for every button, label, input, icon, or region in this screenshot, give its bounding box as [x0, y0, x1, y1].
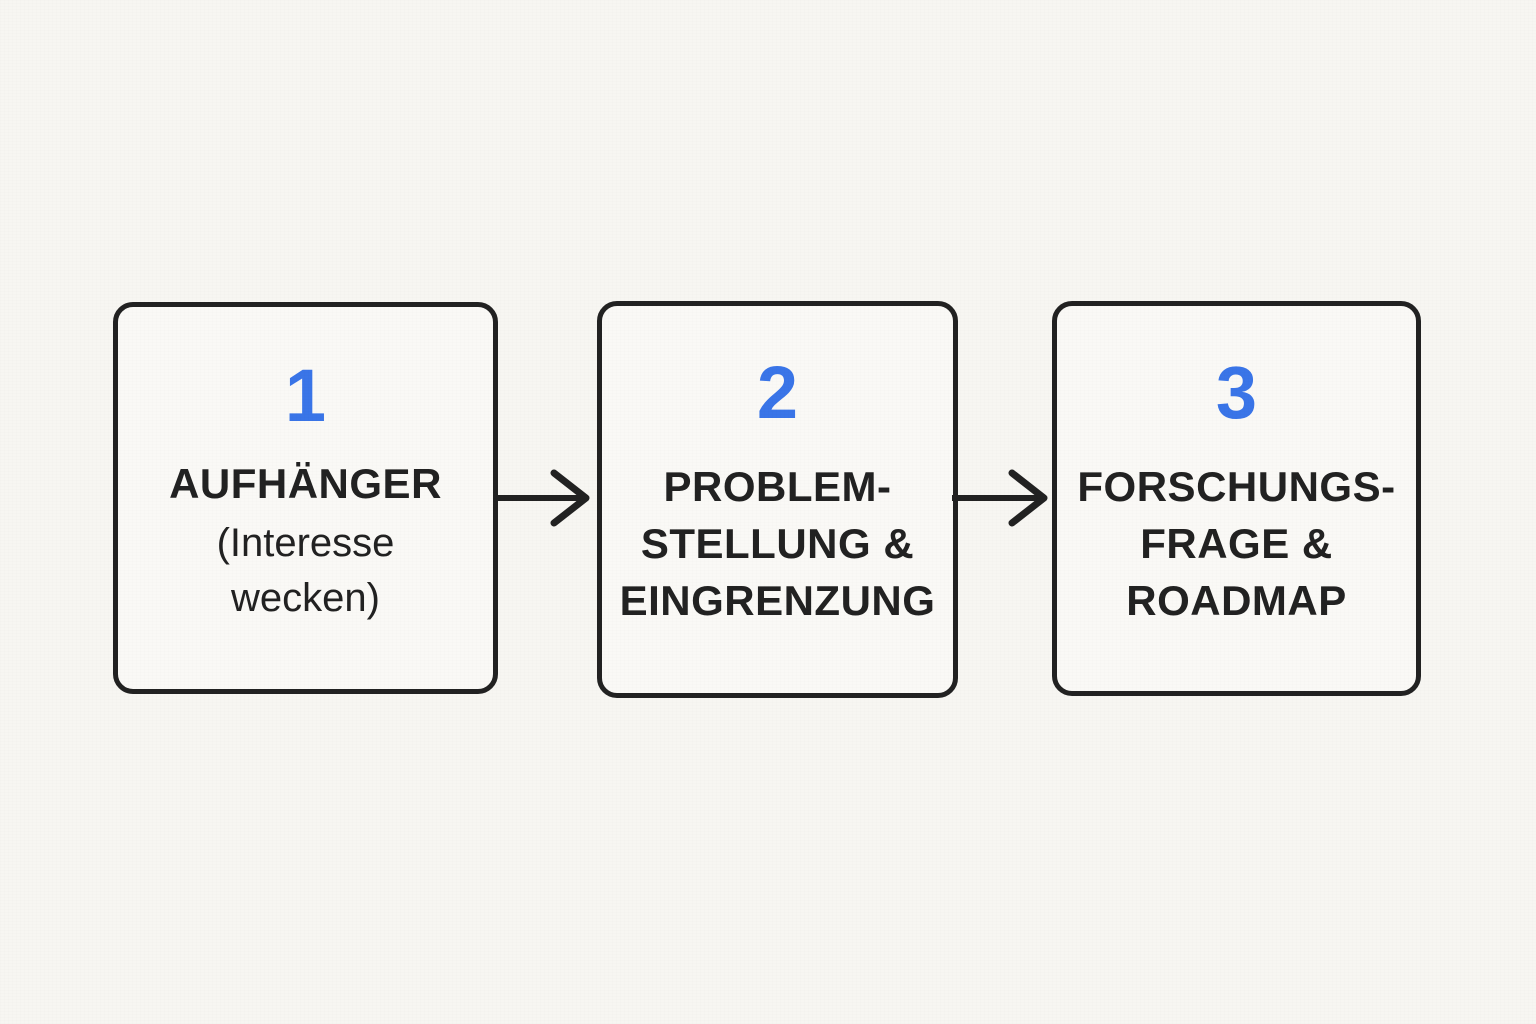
step-2-title-line-1: PROBLEM-	[663, 463, 892, 510]
process-step-3[interactable]: 3 FORSCHUNGS- FRAGE & ROADMAP	[1052, 301, 1421, 696]
step-1-number: 1	[284, 354, 327, 437]
step-3-title: FORSCHUNGS- FRAGE & ROADMAP	[1077, 458, 1395, 629]
arrow-right-icon	[952, 469, 1048, 527]
step-2-title-line-2: STELLUNG &	[640, 520, 915, 567]
process-step-1[interactable]: 1 AUFHÄNGER (Interesse wecken)	[113, 302, 498, 694]
arrow-right-icon	[494, 469, 590, 527]
arrow-step1-to-step2	[494, 462, 594, 534]
step-1-subtitle-line-1: (Interesse	[216, 521, 395, 565]
step-3-title-line-1: FORSCHUNGS-	[1077, 463, 1396, 510]
step-2-title-line-3: EINGRENZUNG	[619, 577, 936, 624]
step-2-title: PROBLEM- STELLUNG & EINGRENZUNG	[620, 458, 936, 629]
step-3-title-line-3: ROADMAP	[1126, 577, 1347, 624]
step-1-title: AUFHÄNGER	[169, 455, 442, 512]
step-1-subtitle: (Interesse wecken)	[217, 516, 395, 626]
step-1-subtitle-line-2: wecken)	[231, 576, 380, 620]
arrow-step2-to-step3	[952, 462, 1052, 534]
step-1-title-line-1: AUFHÄNGER	[169, 460, 442, 507]
step-2-number: 2	[756, 351, 799, 434]
step-3-number: 3	[1215, 351, 1258, 434]
process-step-2[interactable]: 2 PROBLEM- STELLUNG & EINGRENZUNG	[597, 301, 958, 698]
step-3-title-line-2: FRAGE &	[1140, 520, 1333, 567]
